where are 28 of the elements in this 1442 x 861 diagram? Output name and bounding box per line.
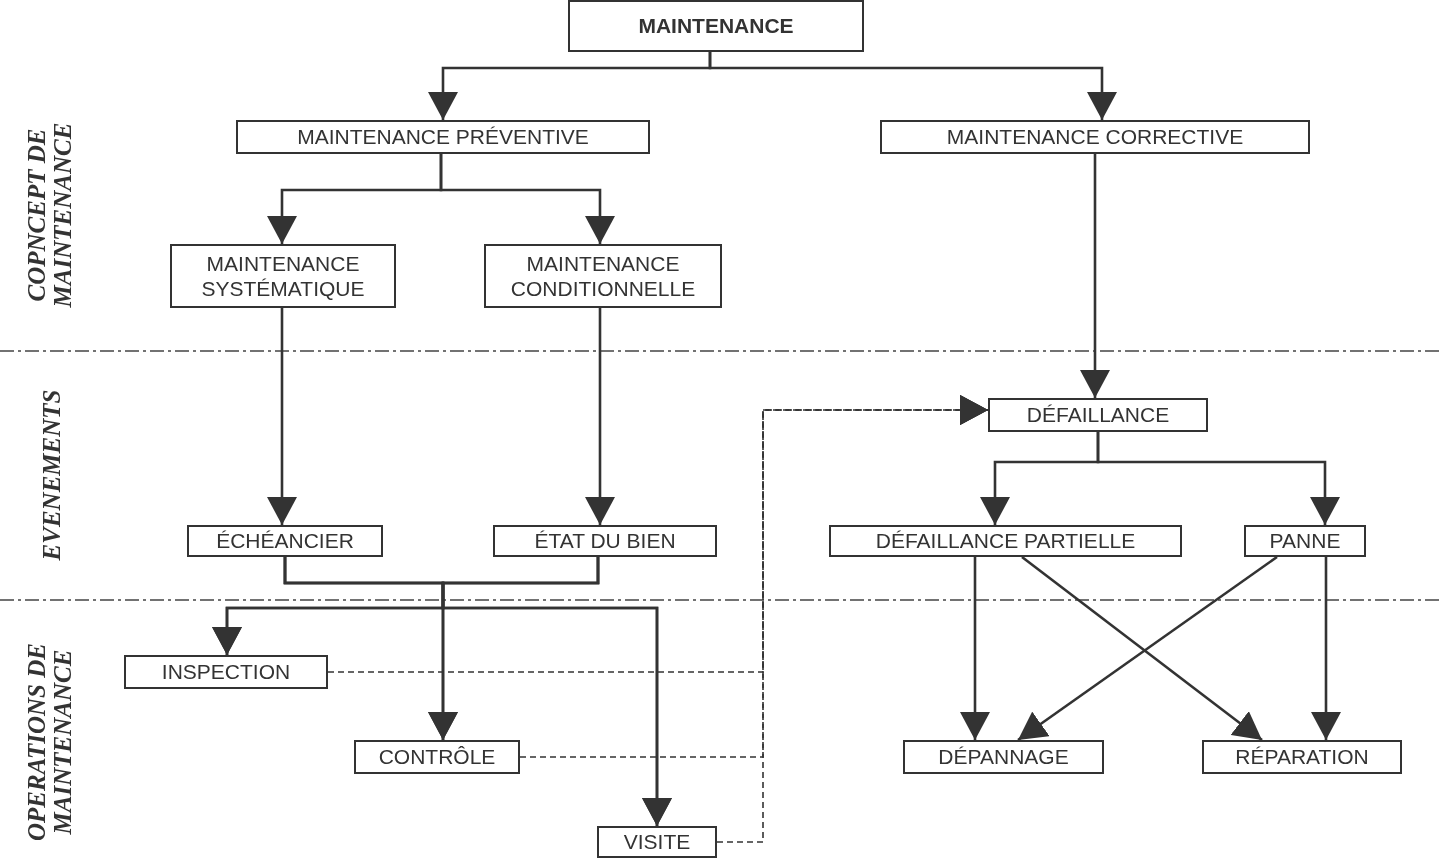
section-label: COPNCEPT DE MAINTENANCE [23, 121, 77, 310]
arrow [708, 52, 1117, 120]
process-box: ÉTAT DU BIEN [493, 525, 717, 557]
process-box: DÉFAILLANCE [988, 398, 1208, 432]
arrow [439, 154, 615, 244]
arrow [960, 557, 990, 740]
process-box: MAINTENANCE CORRECTIVE [880, 120, 1310, 154]
arrow [1311, 557, 1341, 740]
process-box: RÉPARATION [1202, 740, 1402, 774]
process-box: MAINTENANCE PRÉVENTIVE [236, 120, 650, 154]
section-label: EVENEMENTS [38, 389, 66, 561]
section-label: OPERATIONS DE MAINTENANCE [23, 642, 77, 842]
process-box: PANNE [1244, 525, 1366, 557]
arrow [441, 557, 672, 826]
dashed-arrow [716, 395, 989, 843]
process-box: MAINTENANCE SYSTÉMATIQUE [170, 244, 396, 308]
arrow [1080, 154, 1110, 398]
process-box: DÉPANNAGE [903, 740, 1104, 774]
process-box: DÉFAILLANCE PARTIELLE [829, 525, 1182, 557]
process-box: VISITE [597, 826, 717, 858]
process-box: ÉCHÉANCIER [187, 525, 383, 557]
arrow [585, 308, 615, 525]
process-box: CONTRÔLE [354, 740, 520, 774]
process-box: MAINTENANCE [568, 0, 864, 52]
arrow [1096, 432, 1340, 525]
process-box: INSPECTION [124, 655, 328, 689]
arrow [267, 308, 297, 525]
process-box: MAINTENANCE CONDITIONNELLE [484, 244, 722, 308]
